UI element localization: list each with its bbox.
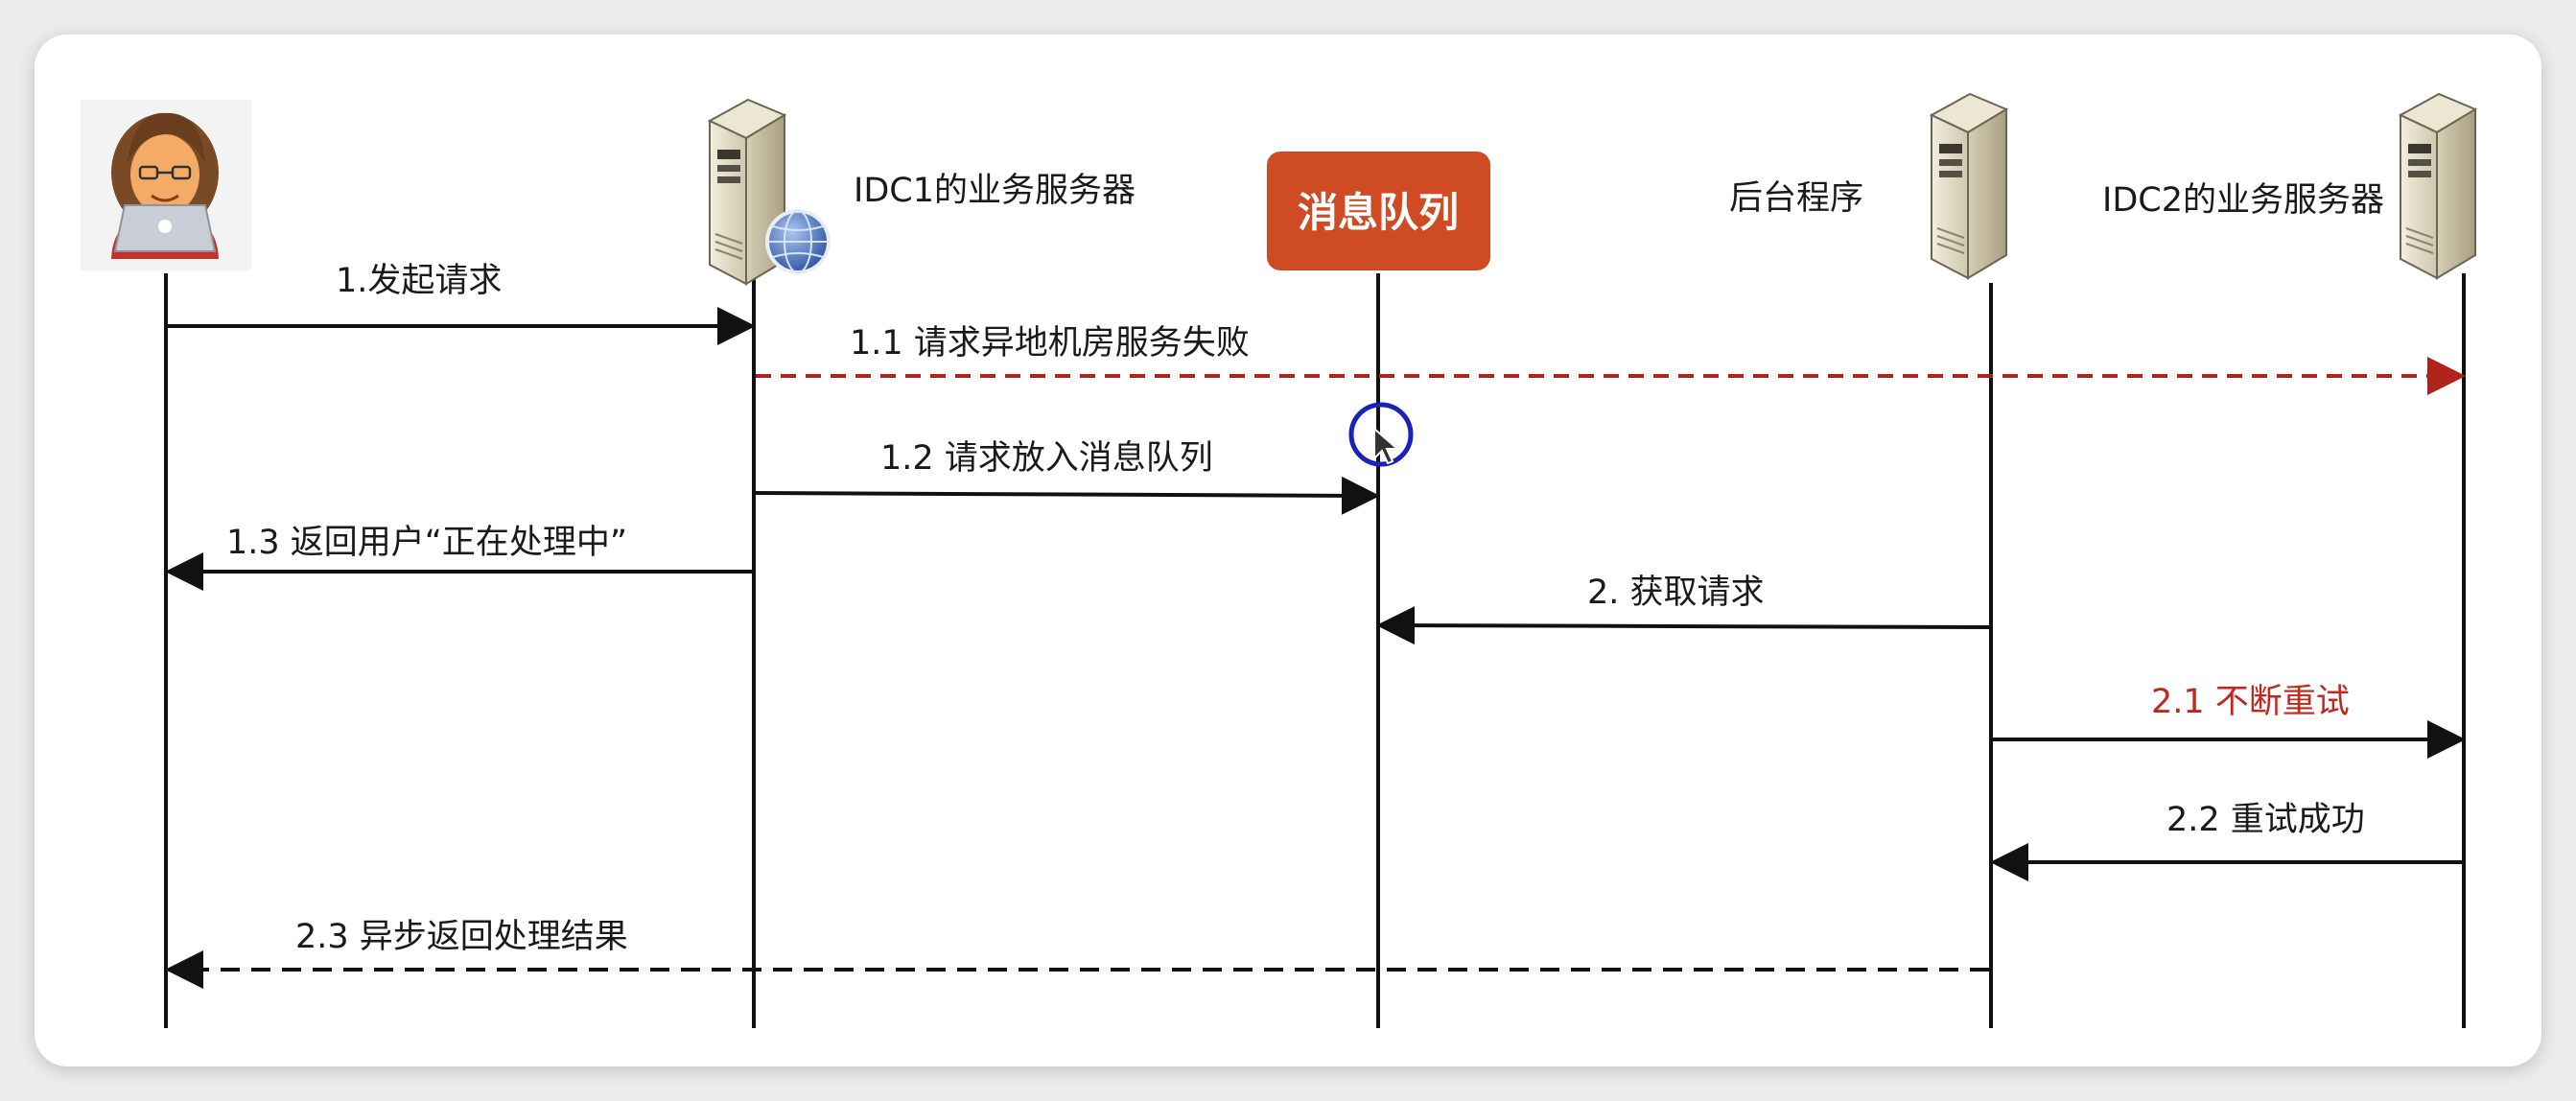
cursor-highlight — [1348, 402, 1414, 467]
msg-2-1-label: 2.1 不断重试 — [2151, 683, 2350, 721]
message-2: 2. 获取请求 — [1376, 574, 1992, 645]
msg-1-3-label: 1.3 返回用户“正在处理中” — [226, 524, 627, 562]
message-2-2: 2.2 重试成功 — [1990, 801, 2464, 881]
globe-icon — [765, 209, 831, 274]
msg-1-1-label: 1.1 请求异地机房服务失败 — [850, 324, 1250, 363]
lifelines — [164, 273, 2466, 1028]
idc2-server-icon — [2400, 93, 2476, 279]
label-idc1: IDC1的业务服务器 — [854, 172, 1136, 210]
msg-1-label: 1.发起请求 — [336, 262, 502, 300]
user-with-laptop-icon — [81, 100, 251, 270]
label-idc2: IDC2的业务服务器 — [2102, 181, 2384, 220]
backend-server-icon — [1931, 93, 2007, 279]
label-backend: 后台程序 — [1729, 179, 1863, 218]
message-1-1: 1.1 请求异地机房服务失败 — [756, 324, 2466, 395]
msg-2-label: 2. 获取请求 — [1587, 574, 1765, 612]
msg-2-2-label: 2.2 重试成功 — [2166, 801, 2365, 839]
message-1: 1.发起请求 — [166, 262, 756, 345]
mq-box: 消息队列 — [1267, 152, 1490, 270]
message-1-2: 1.2 请求放入消息队列 — [753, 439, 1380, 515]
message-2-3: 2.3 异步返回处理结果 — [165, 918, 1989, 989]
label-mq: 消息队列 — [1298, 189, 1459, 236]
message-2-1: 2.1 不断重试 — [1991, 683, 2466, 759]
message-1-3: 1.3 返回用户“正在处理中” — [165, 524, 752, 591]
msg-1-2-label: 1.2 请求放入消息队列 — [880, 439, 1213, 478]
msg-2-3-label: 2.3 异步返回处理结果 — [295, 918, 628, 956]
